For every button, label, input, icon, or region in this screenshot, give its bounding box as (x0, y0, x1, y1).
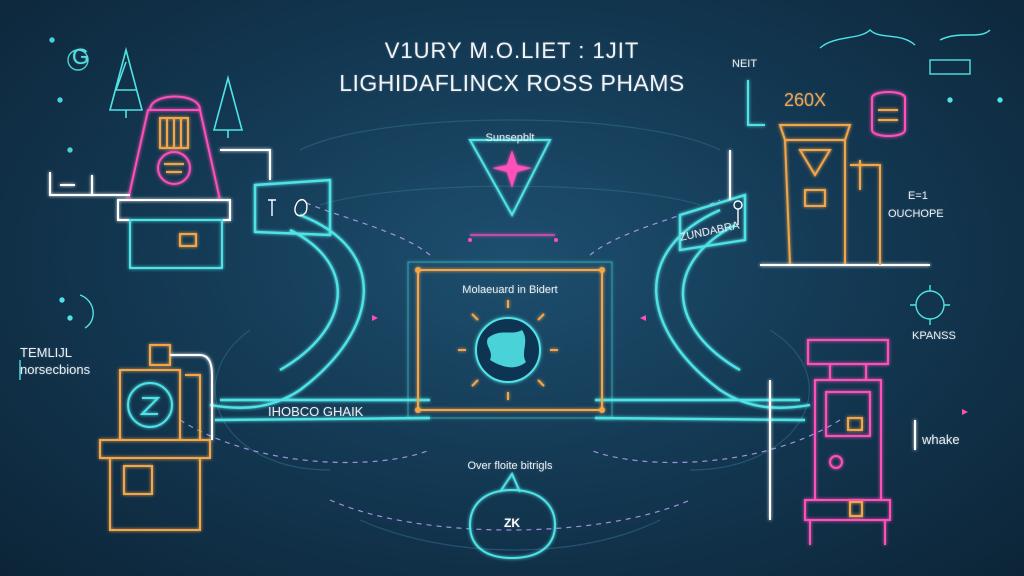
left-upper-ribbon (209, 213, 365, 409)
speech-bubble-icon (468, 471, 557, 560)
diagram-subtitle: LIGHIDAFLINCX ROSS PHAMS (339, 70, 685, 96)
left-text-line1: TEMLIJL (20, 345, 73, 360)
right-upper-ribbon (655, 208, 811, 409)
center-bottom-label: Over floite bitrigls (467, 460, 553, 472)
background-swirls (214, 119, 810, 551)
right-top-small-label: NEIT (732, 58, 758, 70)
pine-tree-icons (108, 46, 244, 138)
right-counter-label: 260X (784, 90, 827, 110)
right-doodles (819, 29, 1003, 103)
left-doodles (49, 37, 89, 153)
left-flow-icons (268, 198, 308, 217)
globe-icon (458, 300, 558, 400)
left-mid-doodles (19, 294, 94, 380)
top-left-mark: G (72, 44, 90, 69)
right-mid-line1: E=1 (908, 190, 928, 202)
flow-ribbons (209, 178, 811, 422)
center-panel (407, 261, 613, 419)
right-mid-line2: OUCHOPE (888, 208, 944, 220)
pin-label: Sunsepblt (485, 132, 535, 144)
left-device-machine (99, 344, 213, 531)
right-flow-panel (678, 193, 747, 252)
left-flow-panel (253, 178, 332, 237)
right-lower-label: KPANSS (912, 330, 956, 342)
pink-markers (372, 238, 968, 415)
dashed-connectors (179, 199, 841, 531)
right-tower-building (729, 80, 930, 266)
right-gear-icon (910, 285, 950, 325)
left-flow-label: IHOBCO GHAIK (268, 404, 364, 419)
right-lower-ribbon-2 (594, 416, 806, 422)
left-text-line2: norsecbions (20, 362, 91, 377)
diagram-title: V1URY M.O.LIET : 1JIT (384, 38, 640, 63)
right-flow-icons (733, 200, 743, 225)
right-upper-ribbon-inner (681, 223, 741, 372)
left-upper-ribbon-inner (279, 228, 339, 372)
left-lower-ribbon-2 (214, 416, 431, 422)
center-panel-label: Molaeuard in Bidert (462, 284, 558, 296)
right-bottom-label: whake (922, 432, 960, 447)
right-device-machine (769, 339, 916, 545)
left-tower-machine (49, 95, 271, 269)
map-pin-icon (468, 139, 555, 236)
bubble-label: ZK (504, 516, 520, 530)
